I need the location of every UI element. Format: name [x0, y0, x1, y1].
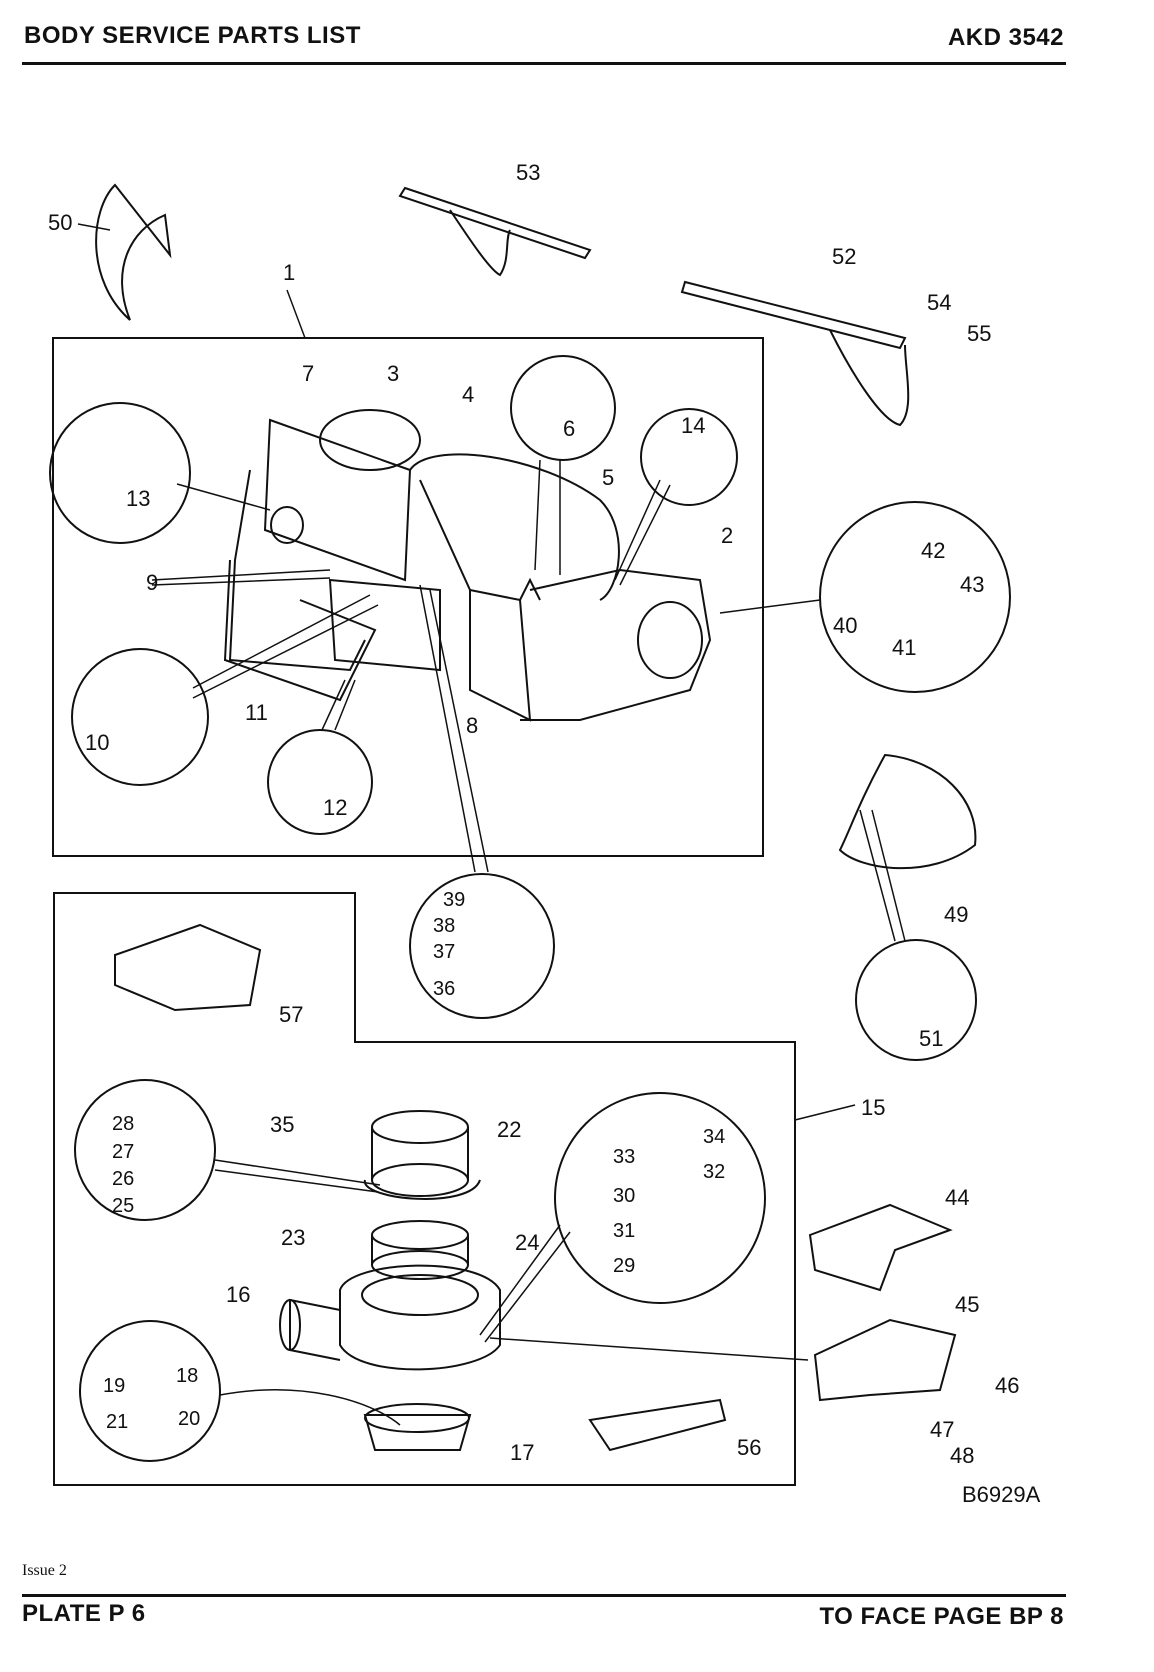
bracket-57 [114, 923, 262, 1012]
callout-33: 33 [613, 1146, 635, 1168]
detail-circle-10 [71, 648, 209, 786]
callout-41: 41 [892, 635, 916, 660]
callout-labels: 1 2 3 4 5 6 7 8 9 10 11 12 13 14 15 16 1… [48, 160, 1041, 1507]
callout-38: 38 [433, 915, 455, 937]
callout-37: 37 [433, 941, 455, 963]
callout-21: 21 [106, 1411, 128, 1433]
callout-44: 44 [945, 1185, 969, 1210]
bracket-sketches [95, 183, 977, 1452]
callout-8: 8 [466, 713, 478, 738]
callout-54: 54 [927, 290, 951, 315]
callout-11: 11 [245, 700, 268, 725]
callout-40: 40 [833, 613, 857, 638]
callout-26: 26 [112, 1168, 134, 1190]
cover-50 [95, 183, 172, 321]
heater-assembly-frame [52, 337, 764, 857]
callout-29: 29 [613, 1255, 635, 1277]
callout-1: 1 [283, 260, 295, 285]
detail-circle-51 [855, 939, 977, 1061]
bracket-56 [588, 1398, 727, 1452]
callout-32: 32 [703, 1161, 725, 1183]
callout-47: 47 [930, 1417, 954, 1442]
callout-39: 39 [443, 889, 465, 911]
callout-52: 52 [832, 244, 856, 269]
bracket-52 [680, 280, 910, 427]
callout-25: 25 [112, 1195, 134, 1217]
callout-50: 50 [48, 210, 72, 235]
callout-4: 4 [462, 382, 474, 407]
callout-27: 27 [112, 1141, 134, 1163]
callout-24: 24 [515, 1230, 539, 1255]
callout-28: 28 [112, 1113, 134, 1135]
callout-34: 34 [703, 1126, 725, 1148]
callout-10: 10 [85, 730, 109, 755]
footer-rule [22, 1594, 1066, 1597]
header-rule [22, 62, 1066, 65]
detail-circle-14 [640, 408, 738, 506]
issue-label: Issue 2 [22, 1562, 67, 1579]
callout-7: 7 [302, 361, 314, 386]
callout-45: 45 [955, 1292, 979, 1317]
callout-18: 18 [176, 1365, 198, 1387]
callout-48: 48 [950, 1443, 974, 1468]
callout-20: 20 [178, 1408, 200, 1430]
detail-circle-40 [819, 501, 1011, 693]
callout-43: 43 [960, 572, 984, 597]
detail-circle-13 [49, 402, 191, 544]
detail-circle-25 [74, 1079, 216, 1221]
callout-3: 3 [387, 361, 399, 386]
detail-circle-6 [510, 355, 616, 461]
callout-57: 57 [279, 1002, 303, 1027]
detail-circle-18 [79, 1320, 221, 1462]
heater-unit-sketch [223, 409, 712, 722]
callout-35: 35 [270, 1112, 294, 1137]
bracket-45 [813, 1318, 957, 1402]
callout-15: 15 [861, 1095, 885, 1120]
callout-51: 51 [919, 1026, 943, 1051]
detail-circle-12 [267, 729, 373, 835]
callout-2: 2 [721, 523, 733, 548]
callout-12: 12 [323, 795, 347, 820]
bracket-44 [808, 1203, 953, 1292]
callout-36: 36 [433, 978, 455, 1000]
callout-53: 53 [516, 160, 540, 185]
bracket-53 [398, 186, 592, 277]
callout-19: 19 [103, 1375, 125, 1397]
callout-30: 30 [613, 1185, 635, 1207]
detail-circle-36 [409, 873, 555, 1019]
drawing-reference: B6929A [962, 1482, 1041, 1507]
plate-label: PLATE P 6 [22, 1600, 146, 1627]
leader-lines [77, 223, 906, 1426]
callout-9: 9 [146, 570, 158, 595]
part-code: AKD 3542 [947, 24, 1064, 51]
detail-circle-29 [554, 1092, 766, 1304]
callout-22: 22 [497, 1117, 521, 1142]
blower-assembly-frame [53, 892, 796, 1486]
callout-42: 42 [921, 538, 945, 563]
callout-49: 49 [944, 902, 968, 927]
callout-16: 16 [226, 1282, 250, 1307]
callout-56: 56 [737, 1435, 761, 1460]
blower-motor-sketch [279, 1110, 501, 1451]
callout-17: 17 [510, 1440, 534, 1465]
callout-6: 6 [563, 416, 575, 441]
callout-14: 14 [681, 413, 705, 438]
callout-23: 23 [281, 1225, 305, 1250]
callout-5: 5 [602, 465, 614, 490]
callout-31: 31 [613, 1220, 635, 1242]
callout-46: 46 [995, 1373, 1019, 1398]
face-page-label: TO FACE PAGE BP 8 [819, 1603, 1064, 1630]
callout-55: 55 [967, 321, 991, 346]
page-title: BODY SERVICE PARTS LIST [24, 22, 361, 49]
callout-13: 13 [126, 486, 150, 511]
cover-49 [838, 753, 977, 870]
